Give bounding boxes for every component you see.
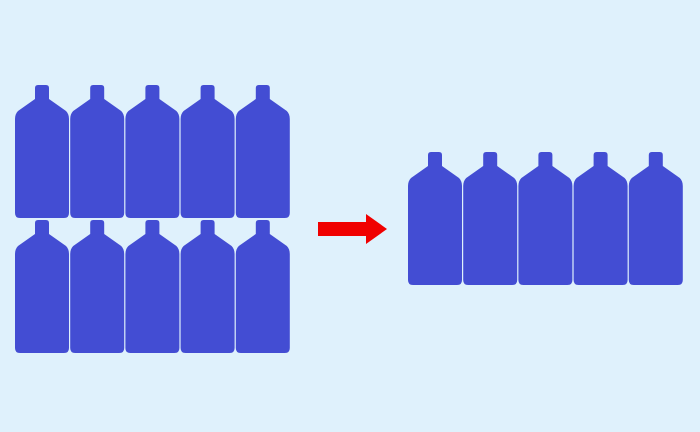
bottle-icon <box>235 220 290 353</box>
bottle-icon <box>628 152 683 285</box>
bottle-icon <box>70 85 125 218</box>
bottle-icon <box>125 220 180 353</box>
bottle-icon <box>180 85 235 218</box>
bottle-icon <box>463 152 518 285</box>
bottle-icon <box>125 85 180 218</box>
bottle-icon <box>518 152 573 285</box>
bottle-icon <box>70 220 125 353</box>
bottle-icon <box>408 152 462 285</box>
transformation-arrow <box>318 214 387 244</box>
left-bottle-group <box>15 85 290 353</box>
bottle-icon <box>15 85 69 218</box>
right-bottle-group <box>408 152 683 285</box>
right-arrow-icon <box>318 214 387 244</box>
bottle-icon <box>235 85 290 218</box>
bottle-icon <box>573 152 628 285</box>
bottle-icon <box>180 220 235 353</box>
bottle-icon <box>15 220 69 353</box>
